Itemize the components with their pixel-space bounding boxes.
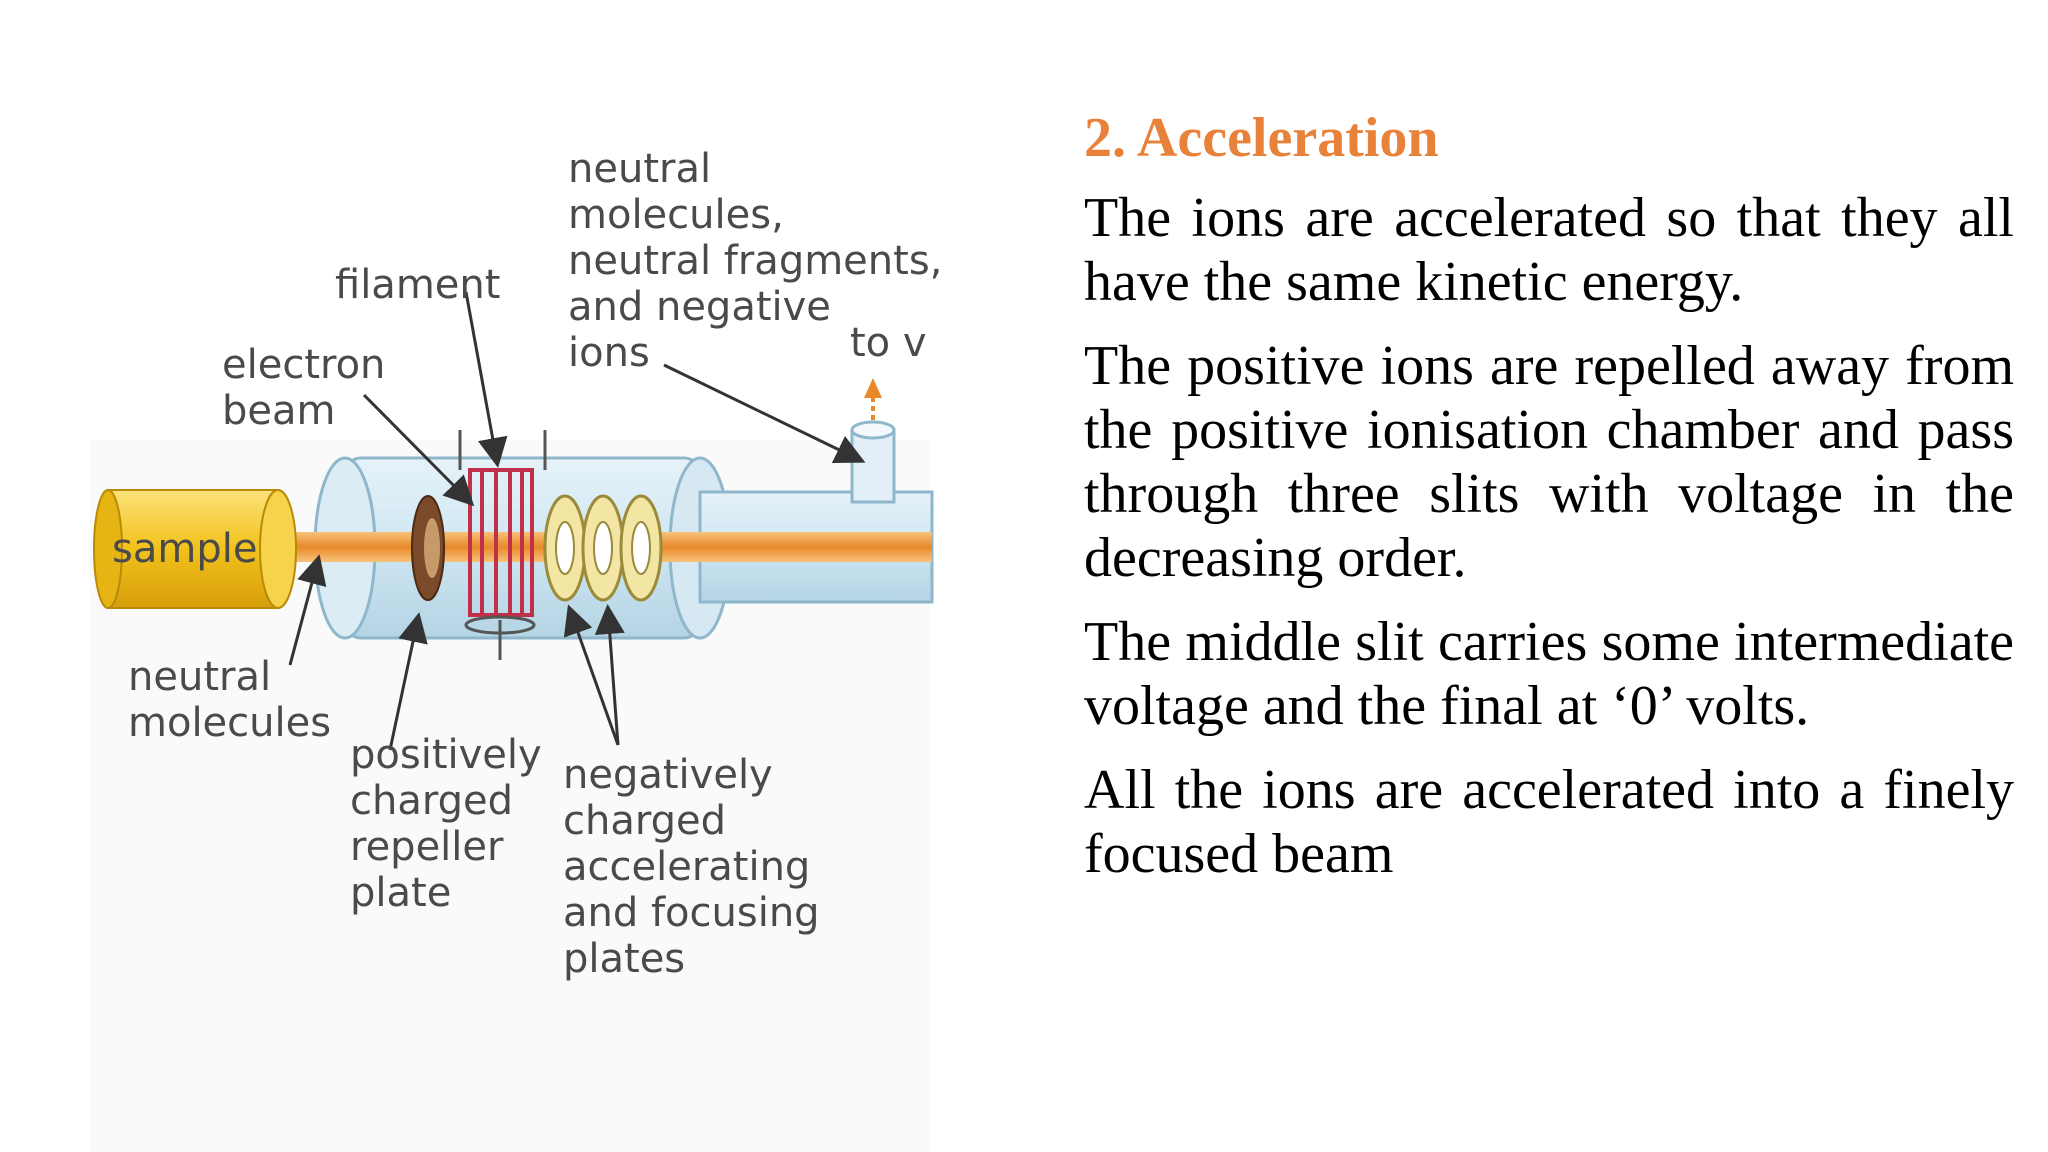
paragraph-repelled: The positive ions are repelled away from… xyxy=(1084,334,2014,589)
svg-text:neutral: neutral xyxy=(568,146,711,192)
repeller-plate xyxy=(411,495,445,601)
label-accelerating-plates: negatively charged accelerating and focu… xyxy=(563,752,820,982)
svg-text:ions: ions xyxy=(568,330,650,376)
svg-text:and focusing: and focusing xyxy=(563,890,820,936)
accelerating-plates xyxy=(543,494,663,602)
svg-text:beam: beam xyxy=(222,388,335,434)
svg-text:plate: plate xyxy=(350,870,451,916)
mass-spectrometer-diagram: sample filament electron beam neutral mo… xyxy=(90,146,942,1152)
label-neutral-molecules: neutral molecules xyxy=(128,654,331,746)
label-repeller-plate: positively charged repeller plate xyxy=(350,732,542,916)
svg-text:charged: charged xyxy=(350,778,513,824)
svg-text:plates: plates xyxy=(563,936,685,982)
svg-text:charged: charged xyxy=(563,798,726,844)
svg-text:negatively: negatively xyxy=(563,752,773,798)
label-to-vacuum: to v xyxy=(850,320,927,366)
svg-text:and negative: and negative xyxy=(568,284,831,330)
svg-text:neutral: neutral xyxy=(128,654,271,700)
to-vacuum-arrow-icon xyxy=(864,378,882,420)
paragraph-focused-beam: All the ions are accelerated into a fine… xyxy=(1084,758,2014,885)
label-neutral-fragments: neutral molecules, neutral fragments, an… xyxy=(568,146,942,376)
paragraph-middle-slit: The middle slit carries some intermediat… xyxy=(1084,610,2014,737)
section-heading: 2. Acceleration xyxy=(1084,107,1439,169)
content-column: 2. Acceleration The ions are accelerated… xyxy=(1084,107,2014,906)
filament xyxy=(458,430,547,660)
svg-text:electron: electron xyxy=(222,342,385,388)
svg-text:neutral fragments,: neutral fragments, xyxy=(568,238,942,284)
paragraph-kinetic-energy: The ions are accelerated so that they al… xyxy=(1084,186,2014,313)
sample-cylinder xyxy=(93,489,297,609)
svg-text:repeller: repeller xyxy=(350,824,504,870)
label-sample: sample xyxy=(112,526,257,572)
label-electron-beam: electron beam xyxy=(222,342,385,434)
svg-text:positively: positively xyxy=(350,732,542,778)
svg-text:molecules: molecules xyxy=(128,700,331,746)
svg-text:molecules,: molecules, xyxy=(568,192,784,238)
svg-text:accelerating: accelerating xyxy=(563,844,810,890)
label-filament: filament xyxy=(335,262,500,308)
leader-lines xyxy=(288,291,866,751)
